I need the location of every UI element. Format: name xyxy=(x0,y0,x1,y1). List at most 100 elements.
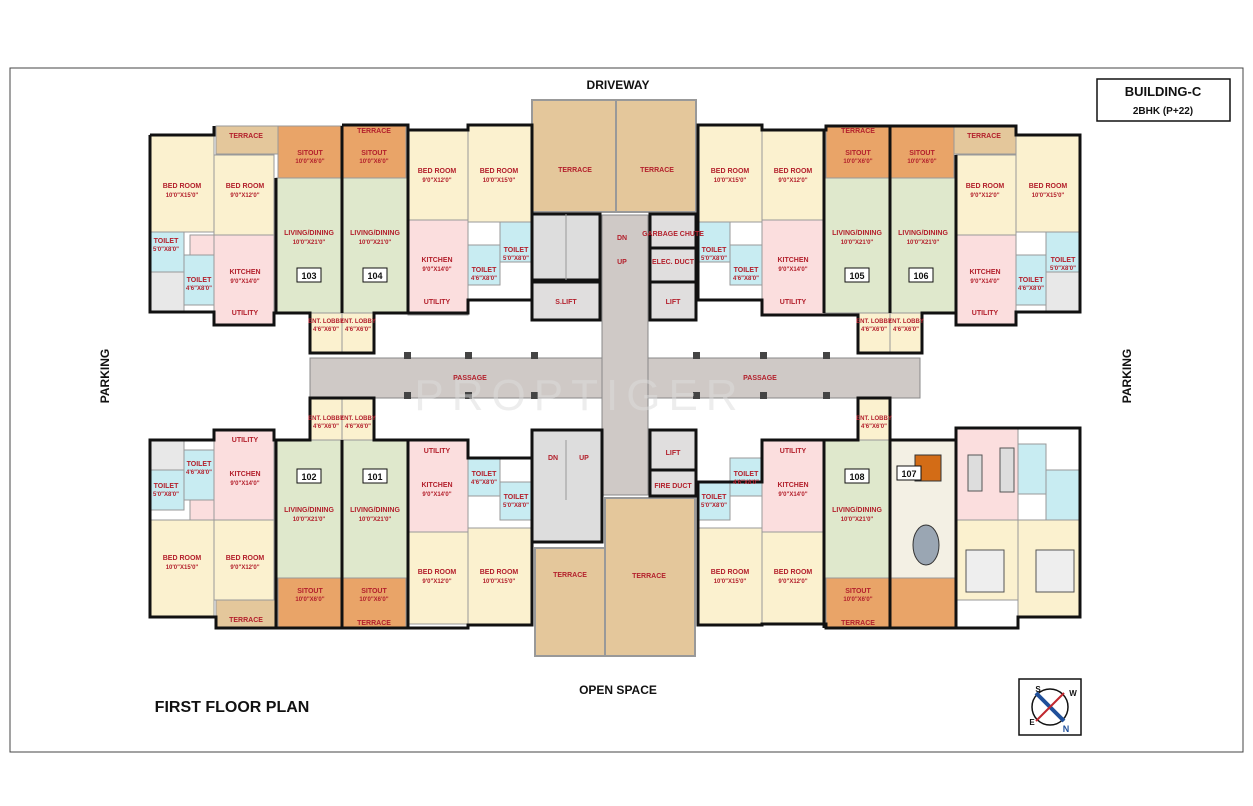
room-label: KITCHEN xyxy=(969,269,1000,276)
room-dim: 4'6"X8'0" xyxy=(1018,286,1044,292)
flat-number: 102 xyxy=(301,472,316,482)
room-label: TERRACE xyxy=(841,128,875,135)
room-label: LIVING/DINING xyxy=(832,230,882,237)
compass-s: S xyxy=(1035,685,1041,694)
room-dim: 4'6"X6'0" xyxy=(313,327,339,333)
room-label: UTILITY xyxy=(232,437,259,444)
compass-n: N xyxy=(1063,724,1070,734)
garbage-chute-label: GARBAGE CHUTE xyxy=(642,231,704,238)
room-label: LIVING/DINING xyxy=(284,230,334,237)
lift-label: LIFT xyxy=(666,299,681,306)
room-dim: 10'0"X6'0" xyxy=(907,159,936,165)
room-dim: 10'0"X21'0" xyxy=(841,240,874,246)
lift-label: LIFT xyxy=(666,450,681,457)
room-label: UTILITY xyxy=(424,448,451,455)
elec-duct-label: ELEC. DUCT xyxy=(652,259,695,266)
core-terrace-label: TERRACE xyxy=(553,572,587,579)
room-label: ENT. LOBBY xyxy=(340,319,376,325)
room-label: TOILET xyxy=(1019,277,1044,284)
room-dim: 9'0"X14'0" xyxy=(778,267,807,273)
room-dim: 4'6"X6'0" xyxy=(313,424,339,430)
stair-up-label: UP xyxy=(579,455,589,462)
room-label: UTILITY xyxy=(424,299,451,306)
room-label: SITOUT xyxy=(845,150,871,157)
room-dim: 9'0"X14'0" xyxy=(778,492,807,498)
flat-number: 104 xyxy=(367,271,382,281)
flat-number: 107 xyxy=(901,469,916,479)
room-dim: 4'6"X6'0" xyxy=(345,327,371,333)
room-dim: 10'0"X21'0" xyxy=(293,240,326,246)
walls xyxy=(148,123,1082,630)
room-label: SITOUT xyxy=(909,150,935,157)
room-dim: 10'0"X15'0" xyxy=(483,178,516,184)
building-box xyxy=(1096,78,1231,122)
room-dim: 5'0"X8'0" xyxy=(153,492,179,498)
room-label: UTILITY xyxy=(972,310,999,317)
room-dim: 10'0"X21'0" xyxy=(359,517,392,523)
room-dim: 9'0"X14'0" xyxy=(230,481,259,487)
room-label: TOILET xyxy=(1051,257,1076,264)
room-label: TOILET xyxy=(154,238,179,245)
room-label: ENT. LOBBY xyxy=(856,319,892,325)
stair-dn-label: DN xyxy=(617,235,627,242)
room-dim: 10'0"X21'0" xyxy=(359,240,392,246)
room-dim: 10'0"X15'0" xyxy=(166,193,199,199)
room-label: UTILITY xyxy=(232,310,259,317)
room-label: BED ROOM xyxy=(226,183,265,190)
room-dim: 9'0"X12'0" xyxy=(230,565,259,571)
room-label: LIVING/DINING xyxy=(350,507,400,514)
room-label: TERRACE xyxy=(357,128,391,135)
core-terraces xyxy=(531,99,697,657)
room-label: BED ROOM xyxy=(711,569,750,576)
room-dim: 10'0"X15'0" xyxy=(714,579,747,585)
room-label: SITOUT xyxy=(845,588,871,595)
room-dim: 10'0"X21'0" xyxy=(907,240,940,246)
room-dim: 10'0"X6'0" xyxy=(843,597,872,603)
room-dim: 4'6"X8'0" xyxy=(471,480,497,486)
room-dim: 5'0"X8'0" xyxy=(503,503,529,509)
room-label: TOILET xyxy=(154,483,179,490)
room-dim: 9'0"X12'0" xyxy=(422,178,451,184)
room-dim: 5'0"X8'0" xyxy=(503,256,529,262)
room-label: TOILET xyxy=(702,494,727,501)
room-label: UTILITY xyxy=(780,448,807,455)
room-label: TOILET xyxy=(472,471,497,478)
room-label: SITOUT xyxy=(297,588,323,595)
room-label: ENT. LOBBY xyxy=(856,416,892,422)
room-dim: 4'6"X8'0" xyxy=(186,470,212,476)
room-dim: 9'0"X14'0" xyxy=(970,279,999,285)
building-name: BUILDING-C xyxy=(1125,84,1202,99)
plan-title: FIRST FLOOR PLAN xyxy=(155,699,310,716)
room-label: BED ROOM xyxy=(418,168,457,175)
room-label: BED ROOM xyxy=(226,555,265,562)
room-label: TOILET xyxy=(187,461,212,468)
compass-e: E xyxy=(1029,718,1035,727)
core-terrace-label: TERRACE xyxy=(558,167,592,174)
passage-columns xyxy=(404,352,830,399)
room-label: KITCHEN xyxy=(229,471,260,478)
room-dim: 9'0"X14'0" xyxy=(230,279,259,285)
room-label: TOILET xyxy=(187,277,212,284)
lift-shafts xyxy=(530,212,698,498)
room-dim: 10'0"X15'0" xyxy=(166,565,199,571)
room-label: TOILET xyxy=(702,247,727,254)
building-type: 2BHK (P+22) xyxy=(1133,106,1193,117)
room-label: TOILET xyxy=(734,471,759,478)
room-label: BED ROOM xyxy=(711,168,750,175)
driveway-label: DRIVEWAY xyxy=(587,78,650,92)
fire-duct-label: FIRE DUCT xyxy=(654,483,692,490)
service-lift-label: S.LIFT xyxy=(555,299,577,306)
room-dim: 4'6"X6'0" xyxy=(893,327,919,333)
room-dim: 10'0"X6'0" xyxy=(295,159,324,165)
room-dim: 4'6"X8'0" xyxy=(733,480,759,486)
flat-numbers: 103 104 105 106 102 101 108 107 xyxy=(296,267,934,484)
flat-number: 103 xyxy=(301,271,316,281)
room-label: BED ROOM xyxy=(966,183,1005,190)
parking-right-label: PARKING xyxy=(1120,349,1134,403)
room-dim: 9'0"X12'0" xyxy=(422,579,451,585)
room-dim: 5'0"X8'0" xyxy=(153,247,179,253)
open-space-label: OPEN SPACE xyxy=(579,683,657,697)
room-dim: 9'0"X12'0" xyxy=(778,579,807,585)
room-dim: 9'0"X14'0" xyxy=(422,492,451,498)
